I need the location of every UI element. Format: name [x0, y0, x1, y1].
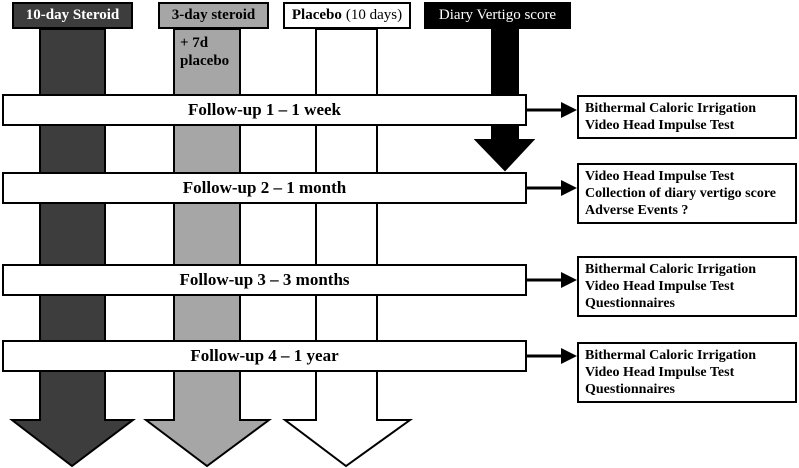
result-item: Bithermal Caloric Irrigation — [585, 262, 757, 277]
connector-arrow-1 — [527, 102, 577, 118]
steroid3-label: 3-day steroid — [171, 7, 256, 23]
steroid3-header: 3-day steroid — [158, 2, 269, 29]
followup-2-results: Video Head Impulse Test Collection of di… — [577, 163, 797, 224]
followup-4-results: Bithermal Caloric Irrigation Video Head … — [577, 342, 797, 403]
followup-4-bar: Follow-up 4 – 1 year — [2, 340, 527, 372]
result-item: Video Head Impulse Test — [585, 169, 735, 184]
followup-2-label: Follow-up 2 – 1 month — [182, 178, 347, 197]
followup-3-label: Follow-up 3 – 3 months — [179, 270, 350, 289]
result-item: Video Head Impulse Test — [585, 365, 735, 380]
placebo-header: Placebo (10 days) — [283, 2, 411, 29]
steroid10-header: 10-day Steroid — [12, 2, 133, 29]
vertigo-label: Diary Vertigo score — [438, 7, 557, 23]
connector-arrow-2 — [527, 180, 577, 196]
followup-4-label: Follow-up 4 – 1 year — [190, 346, 339, 365]
steroid10-label: 10-day Steroid — [25, 7, 120, 23]
connector-arrow-4 — [527, 348, 577, 364]
result-item: Collection of diary vertigo score — [585, 186, 777, 201]
result-item: Bithermal Caloric Irrigation — [585, 348, 757, 363]
result-item: Adverse Events ? — [585, 203, 689, 218]
connector-arrow-3 — [527, 272, 577, 288]
placebo-duration: (10 days) — [345, 7, 403, 23]
followup-1-label: Follow-up 1 – 1 week — [188, 100, 341, 119]
result-item: Video Head Impulse Test — [585, 118, 735, 133]
followup-3-results: Bithermal Caloric Irrigation Video Head … — [577, 256, 797, 317]
result-item: Questionnaires — [585, 296, 675, 311]
steroid3-note: + 7d placebo — [180, 35, 230, 69]
result-item: Video Head Impulse Test — [585, 279, 735, 294]
followup-1-results: Bithermal Caloric Irrigation Video Head … — [577, 95, 797, 139]
result-item: Bithermal Caloric Irrigation — [585, 101, 757, 116]
followup-3-bar: Follow-up 3 – 3 months — [2, 264, 527, 296]
vertigo-header: Diary Vertigo score — [424, 2, 571, 29]
placebo-label: Placebo — [291, 7, 342, 23]
followup-2-bar: Follow-up 2 – 1 month — [2, 172, 527, 204]
result-item: Questionnaires — [585, 382, 675, 397]
followup-1-bar: Follow-up 1 – 1 week — [2, 94, 527, 126]
